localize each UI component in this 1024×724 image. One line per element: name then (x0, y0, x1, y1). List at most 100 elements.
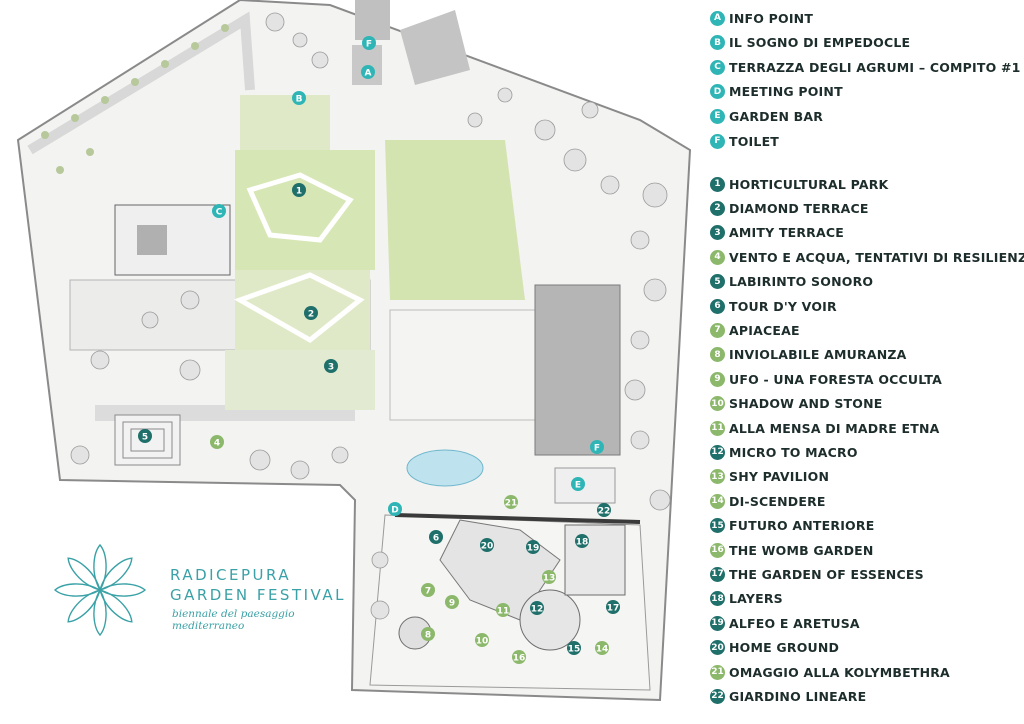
svg-text:F: F (366, 40, 372, 50)
legend-badge: 6 (710, 298, 725, 314)
legend-label: IL SOGNO DI EMPEDOCLE (729, 35, 911, 51)
map-marker-17[interactable]: 17 (606, 600, 620, 614)
map-marker-19[interactable]: 19 (526, 540, 540, 554)
map-marker-1[interactable]: 1 (292, 183, 306, 197)
legend-label: UFO - UNA FORESTA OCCULTA (729, 371, 943, 387)
garden-area (225, 350, 375, 410)
map-marker-11[interactable]: 11 (496, 603, 510, 617)
building (355, 0, 390, 40)
map-marker-22[interactable]: 22 (597, 503, 611, 517)
legend-badge: B (710, 35, 725, 51)
legend-badge: 21 (710, 664, 725, 680)
legend-label: INFO POINT (729, 10, 814, 26)
map-marker-15[interactable]: 15 (567, 641, 581, 655)
building (352, 45, 382, 85)
map-marker-terrazza-degli-agrumi[interactable]: C (212, 204, 226, 218)
legend-label: LABIRINTO SONORO (729, 274, 874, 290)
map-marker-toilet[interactable]: F (590, 440, 604, 454)
map-marker-5[interactable]: 5 (138, 429, 152, 443)
legend-label: GIARDINO LINEARE (729, 688, 867, 704)
tree-row (41, 24, 229, 174)
map-marker-10[interactable]: 10 (475, 633, 489, 647)
map-marker-meeting-point[interactable]: D (388, 502, 402, 516)
festival-logo: RADICEPURA GARDEN FESTIVAL biennale del … (50, 540, 350, 640)
legend-badge: C (710, 59, 725, 75)
map-marker-6[interactable]: 6 (429, 530, 443, 544)
map-marker-info-point[interactable]: A (361, 65, 375, 79)
map-marker-20[interactable]: 20 (480, 538, 494, 552)
legend-label: AMITY TERRACE (729, 225, 844, 241)
circular-garden (519, 589, 581, 651)
map-marker-garden-bar[interactable]: E (571, 477, 585, 491)
legend-label: VENTO E ACQUA, TENTATIVI DI RESILIENZA (729, 249, 1024, 265)
legend-label: INVIOLABILE AMURANZA (729, 347, 907, 363)
flower-logo-icon (53, 543, 147, 637)
map-marker-sogno-di-empedocle[interactable]: B (292, 91, 306, 105)
svg-text:C: C (216, 208, 223, 218)
legend-badge: 12 (710, 444, 725, 460)
svg-text:D: D (391, 506, 398, 516)
map-marker-2[interactable]: 2 (304, 306, 318, 320)
map-marker-16[interactable]: 16 (512, 650, 526, 664)
map-marker-14[interactable]: 14 (595, 641, 609, 655)
map-marker-4[interactable]: 4 (210, 435, 224, 449)
site-map: A B C D E F F 1 2 3 4 5 6 7 8 9 10 11 12… (16, 0, 692, 702)
map-marker-3[interactable]: 3 (324, 359, 338, 373)
map-marker-18[interactable]: 18 (575, 534, 589, 548)
map-marker-9[interactable]: 9 (445, 595, 459, 609)
logo-title-line1: RADICEPURA (170, 566, 292, 584)
perimeter-path (27, 11, 255, 155)
map-marker-13[interactable]: 13 (542, 570, 556, 584)
map-marker-toilet[interactable]: F (362, 36, 376, 50)
legend-badge: A (710, 10, 725, 26)
map-marker-21[interactable]: 21 (504, 495, 518, 509)
svg-text:4: 4 (214, 439, 220, 449)
legend-label: LAYERS (729, 591, 783, 607)
water-feature (406, 449, 484, 487)
svg-text:B: B (296, 95, 303, 105)
legend-label: SHY PAVILION (729, 469, 830, 485)
map-marker-12[interactable]: 12 (530, 601, 544, 615)
legend-label: ALFEO E ARETUSA (729, 615, 860, 631)
plaza (389, 309, 541, 421)
legend-label: OMAGGIO ALLA KOLYMBETHRA (729, 664, 950, 680)
svg-text:17: 17 (607, 604, 620, 614)
legend-badge: 17 (710, 566, 725, 582)
legend-badge: 9 (710, 371, 725, 387)
map-marker-8[interactable]: 8 (421, 627, 435, 641)
legend-label: APIACEAE (729, 322, 800, 338)
svg-text:3: 3 (328, 363, 334, 373)
garden-area (554, 467, 616, 504)
map-marker-7[interactable]: 7 (421, 583, 435, 597)
legend-label: TERRAZZA DEGLI AGRUMI – COMPITO #1 (729, 59, 1021, 75)
svg-text:E: E (575, 481, 581, 491)
